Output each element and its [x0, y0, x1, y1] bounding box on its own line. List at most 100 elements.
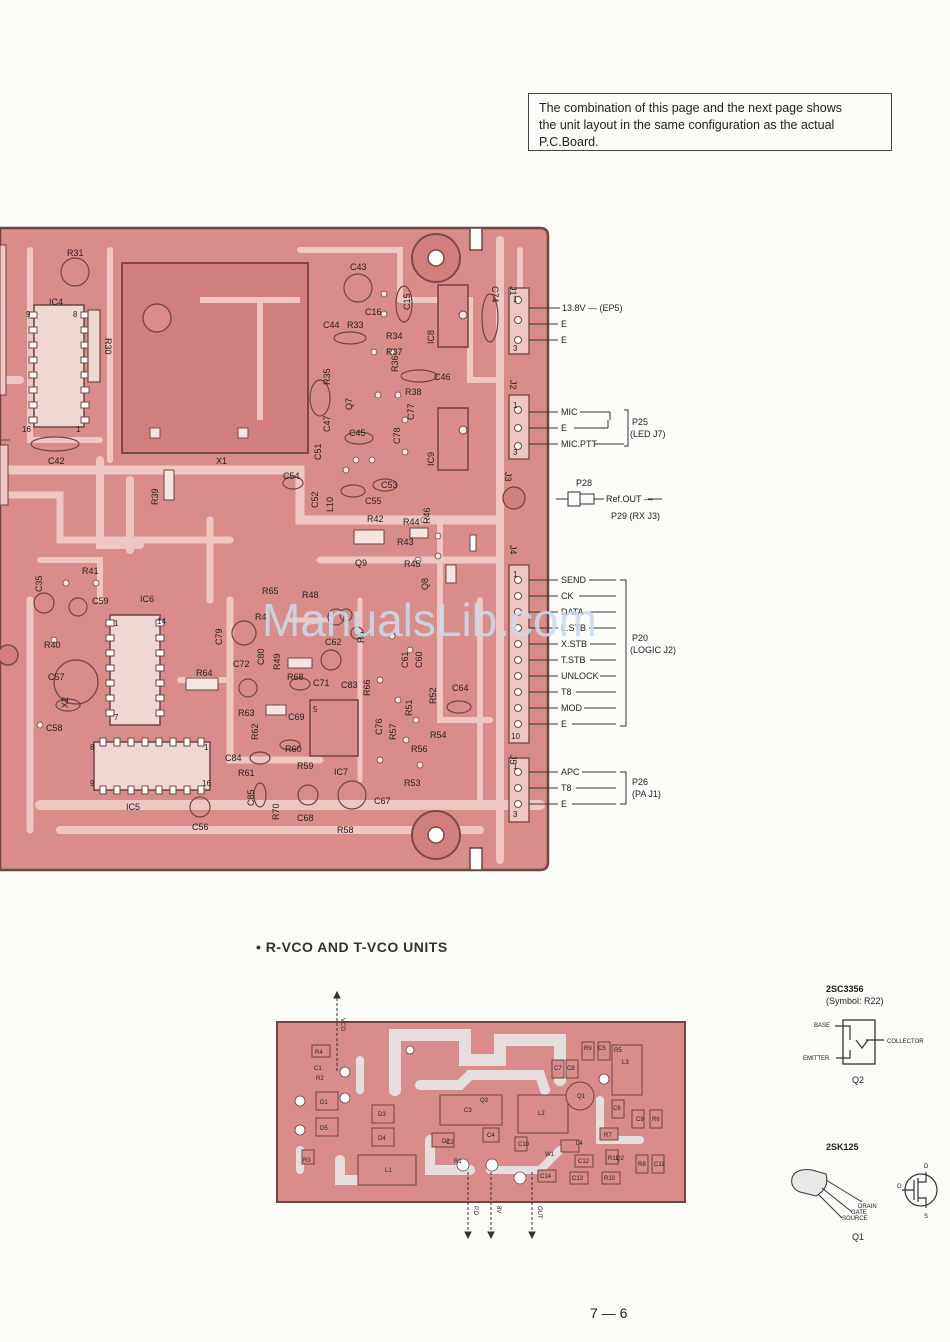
- label-c52: C52: [310, 491, 320, 508]
- label-r52: R52: [428, 687, 438, 704]
- label-r70: R70: [271, 803, 281, 820]
- label-ic4: IC4: [49, 297, 63, 307]
- label-c58: C58: [46, 723, 63, 733]
- label-r5: R5: [356, 631, 366, 643]
- label-r62: R62: [250, 723, 260, 740]
- label-c69: C69: [288, 712, 305, 722]
- pin-ic6-7: 7: [114, 713, 119, 722]
- pin-j1-1: 1: [513, 295, 518, 304]
- label-c76: C76: [374, 718, 384, 735]
- label-c16: C16: [365, 307, 382, 317]
- pin-j4-10: 10: [511, 732, 520, 741]
- label-r35: R35: [322, 368, 332, 385]
- vco-top-label: VCO: [339, 1018, 345, 1031]
- label-c78: C78: [392, 427, 402, 444]
- vco-8v-label: 8V: [495, 1206, 501, 1213]
- main-pcb: [0, 226, 550, 872]
- vco-label-c13: C13: [572, 1176, 584, 1182]
- label-c72: C72: [233, 659, 250, 669]
- label-c71: C71: [313, 678, 330, 688]
- label-r68: R68: [287, 672, 304, 682]
- label-c83: C83: [341, 680, 358, 690]
- label-c67: C67: [374, 796, 391, 806]
- label-r39: R39: [150, 488, 160, 505]
- vco-label-r10: R10: [604, 1176, 616, 1182]
- label-c59: C59: [92, 596, 109, 606]
- label-c85: C85: [246, 789, 256, 806]
- pin-j5-3: 3: [513, 810, 518, 819]
- label-q8: Q8: [420, 578, 430, 590]
- label-c51: C51: [313, 443, 323, 460]
- vco-label-d5: D5: [320, 1126, 328, 1132]
- q1-symbol-d: D: [924, 1164, 929, 1170]
- label-r31: R31: [67, 248, 84, 258]
- vco-label-c9: C9: [636, 1117, 644, 1123]
- p26-label: P26: [632, 777, 648, 787]
- label-r42: R42: [367, 514, 384, 524]
- label-r58: R58: [337, 825, 354, 835]
- label-r40: R40: [44, 640, 61, 650]
- label-r36: R36: [390, 355, 400, 372]
- vco-label-w1: W1: [545, 1152, 555, 1158]
- vco-label-c5: C5: [598, 1046, 606, 1052]
- label-c15: C15: [402, 293, 412, 310]
- pin-ic4-9: 9: [26, 310, 31, 319]
- p29-label: P29 (RX J3): [611, 511, 660, 521]
- label-c42: C42: [48, 456, 65, 466]
- label-r33: R33: [347, 320, 364, 330]
- transistor-2sc3356: 2SC3356 (Symbol: R22) BASE EMITTER COLLE…: [803, 984, 924, 1085]
- label-r48: R48: [302, 590, 319, 600]
- label-c68: C68: [297, 813, 314, 823]
- p26-pa-label: (PA J1): [632, 789, 661, 799]
- label-c57: C57: [48, 672, 65, 682]
- pin-ic5-1: 1: [204, 743, 209, 752]
- ref-out-label: Ref.OUT —: [606, 494, 653, 504]
- label-r63: R63: [238, 708, 255, 718]
- vco-pcb: [276, 1021, 686, 1203]
- label-c60: C60: [414, 651, 424, 668]
- q1-pin-source: SOURCE: [842, 1216, 868, 1222]
- label-r44: R44: [403, 517, 420, 527]
- pin-ic7-5: 5: [313, 705, 318, 714]
- vco-label-r1: R1: [454, 1159, 462, 1165]
- j2-label-mic-ptt: MIC.PTT: [561, 439, 597, 449]
- label-r60: R60: [285, 744, 302, 754]
- q1-name: Q1: [852, 1232, 864, 1242]
- vco-label-r3: R3: [303, 1158, 311, 1164]
- label-ic7: IC7: [334, 767, 348, 777]
- pin-j4-1: 1: [513, 570, 518, 579]
- label-c64: C64: [452, 683, 469, 693]
- vco-label-c7: C7: [554, 1066, 562, 1072]
- label-x2: X2: [60, 697, 70, 708]
- q1-part-label: 2SK125: [826, 1142, 859, 1152]
- label-j5: J5: [508, 755, 518, 765]
- j4-label-data: DATA: [561, 607, 584, 617]
- label-r37: R37: [386, 347, 403, 357]
- vco-label-c6: C6: [613, 1106, 621, 1112]
- j4-label-e: E: [561, 719, 567, 729]
- pin-ic4-1: 1: [76, 425, 81, 434]
- pin-j5-1: 1: [513, 762, 518, 771]
- pin-ic4-8: 8: [73, 310, 78, 319]
- j1-label-e1: E: [561, 319, 567, 329]
- label-ic5: IC5: [126, 802, 140, 812]
- label-c77: C77: [406, 403, 416, 420]
- j1-label-e2: E: [561, 335, 567, 345]
- page-number: 7 — 6: [590, 1305, 628, 1321]
- vco-label-d1: D1: [320, 1100, 328, 1106]
- p28-label: P28: [576, 478, 592, 488]
- note-line-2: the unit layout in the same configuratio…: [539, 118, 835, 132]
- pin-j2-1: 1: [513, 401, 518, 410]
- pin-ic5-8: 8: [90, 743, 95, 752]
- vco-label-q3: Q3: [480, 1098, 489, 1104]
- j4-label-send: SEND: [561, 575, 587, 585]
- pin-ic5-9: 9: [90, 779, 95, 788]
- label-c53: C53: [381, 480, 398, 490]
- label-x1: X1: [216, 456, 227, 466]
- label-c80: C80: [256, 648, 266, 665]
- label-r54: R54: [430, 730, 447, 740]
- transistor-2sk125: 2SK125 DRAIN GATE SOURCE D G S Q1: [791, 1142, 938, 1242]
- vco-out-label: OUT: [536, 1206, 542, 1219]
- vco-label-r8: R8: [638, 1162, 646, 1168]
